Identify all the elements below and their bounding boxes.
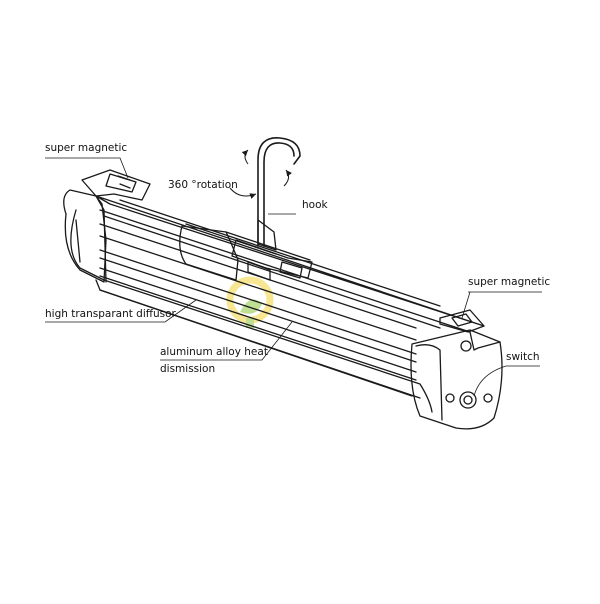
hook <box>257 137 301 247</box>
label-super-magnetic-left: super magnetic <box>45 142 128 154</box>
leader-diffusor <box>45 299 197 323</box>
label-switch: switch <box>506 351 540 363</box>
right-magnet <box>439 309 485 333</box>
rotation-arrow <box>229 149 292 199</box>
label-diffusor: high transparant diffusor <box>45 308 176 320</box>
label-super-magnetic-right: super magnetic <box>468 276 551 288</box>
label-aluminum-line2: dismission <box>160 363 216 375</box>
leader-switch <box>473 365 540 397</box>
right-end-cap <box>410 329 503 430</box>
leader-aluminum <box>160 321 293 361</box>
left-magnet <box>81 169 151 201</box>
leader-super-magnetic-right <box>461 291 542 319</box>
watermark-logo <box>226 276 274 328</box>
label-rotation: 360 °rotation <box>168 179 238 191</box>
label-hook: hook <box>302 199 328 211</box>
middle-clamp <box>179 225 239 281</box>
switch <box>445 391 493 409</box>
leader-super-magnetic-left <box>45 157 129 179</box>
left-end-cap <box>63 189 107 283</box>
hook-base <box>231 239 313 279</box>
label-aluminum-line1: aluminum alloy heat <box>160 346 268 358</box>
